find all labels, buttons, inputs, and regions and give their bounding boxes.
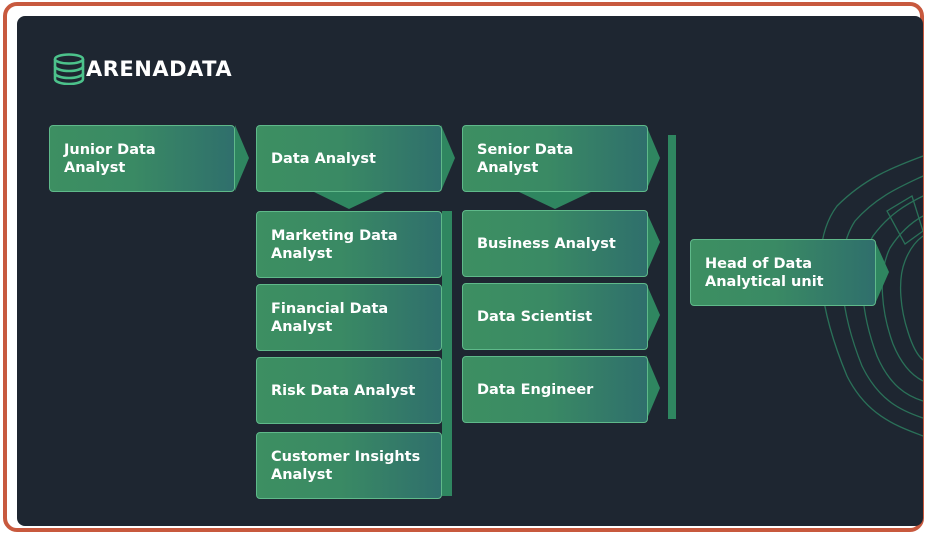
node-data-analyst: Data Analyst: [256, 125, 442, 192]
node-data-scientist: Data Scientist: [462, 283, 648, 350]
node-head-of-data-analytical-unit: Head of Data Analytical unit: [690, 239, 876, 306]
arrow-scientist-right: [646, 283, 660, 346]
slide-panel: ARENA DATA: [17, 16, 923, 526]
node-risk-data-analyst: Risk Data Analyst: [256, 357, 442, 424]
node-marketing-data-analyst: Marketing Data Analyst: [256, 211, 442, 278]
node-senior-data-analyst: Senior Data Analyst: [462, 125, 648, 192]
arrow-analyst-down: [312, 191, 387, 209]
arrow-senior-right: [646, 125, 660, 191]
node-financial-data-analyst: Financial Data Analyst: [256, 284, 442, 351]
arrow-business-right: [646, 211, 660, 274]
bar-to-head: [668, 135, 676, 419]
database-logo-icon: [53, 53, 85, 85]
logo-word-arena: ARENA: [86, 57, 170, 81]
arrow-engineer-right: [646, 355, 660, 421]
arrow-analyst-to-senior: [441, 125, 455, 191]
arenadata-logo: ARENA DATA: [52, 53, 232, 85]
node-customer-insights-analyst: Customer Insights Analyst: [256, 432, 442, 499]
arrow-senior-down: [517, 191, 593, 209]
node-data-engineer: Data Engineer: [462, 356, 648, 423]
arrow-head-right: [875, 241, 889, 304]
logo-word-data: DATA: [169, 57, 233, 81]
bar-analyst-branch: [442, 211, 452, 496]
arrow-junior-to-analyst: [235, 125, 249, 191]
node-business-analyst: Business Analyst: [462, 210, 648, 277]
node-junior-data-analyst: Junior Data Analyst: [49, 125, 235, 192]
connector-arrows: [235, 125, 889, 496]
slide-frame: ARENA DATA: [3, 2, 924, 532]
